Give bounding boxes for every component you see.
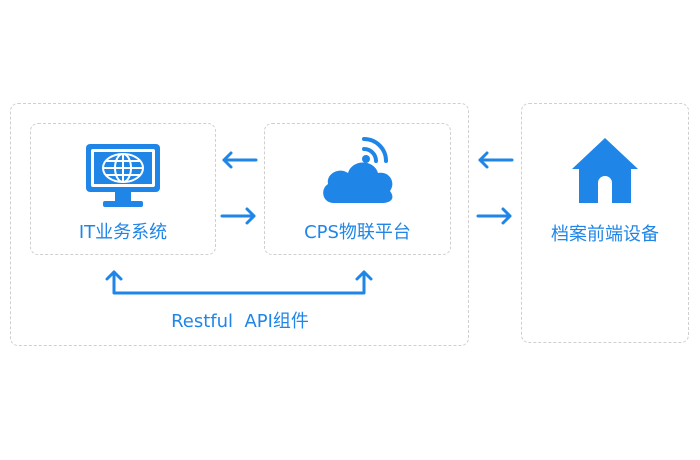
- arrow-it-to-cps: [220, 207, 256, 225]
- monitor-globe-icon: [86, 144, 160, 207]
- api-connector-bracket: [105, 270, 373, 295]
- arrow-cps-to-it: [222, 151, 258, 169]
- cps-platform-label: CPS物联平台: [304, 222, 411, 243]
- api-component-label: Restful API组件: [171, 311, 309, 332]
- cloud-signal-icon: [323, 137, 393, 203]
- arrow-cps-to-device: [476, 207, 512, 225]
- arrow-device-to-cps: [478, 151, 514, 169]
- house-icon: [572, 138, 638, 203]
- archive-device-label: 档案前端设备: [551, 224, 659, 245]
- it-system-label: IT业务系统: [78, 222, 168, 243]
